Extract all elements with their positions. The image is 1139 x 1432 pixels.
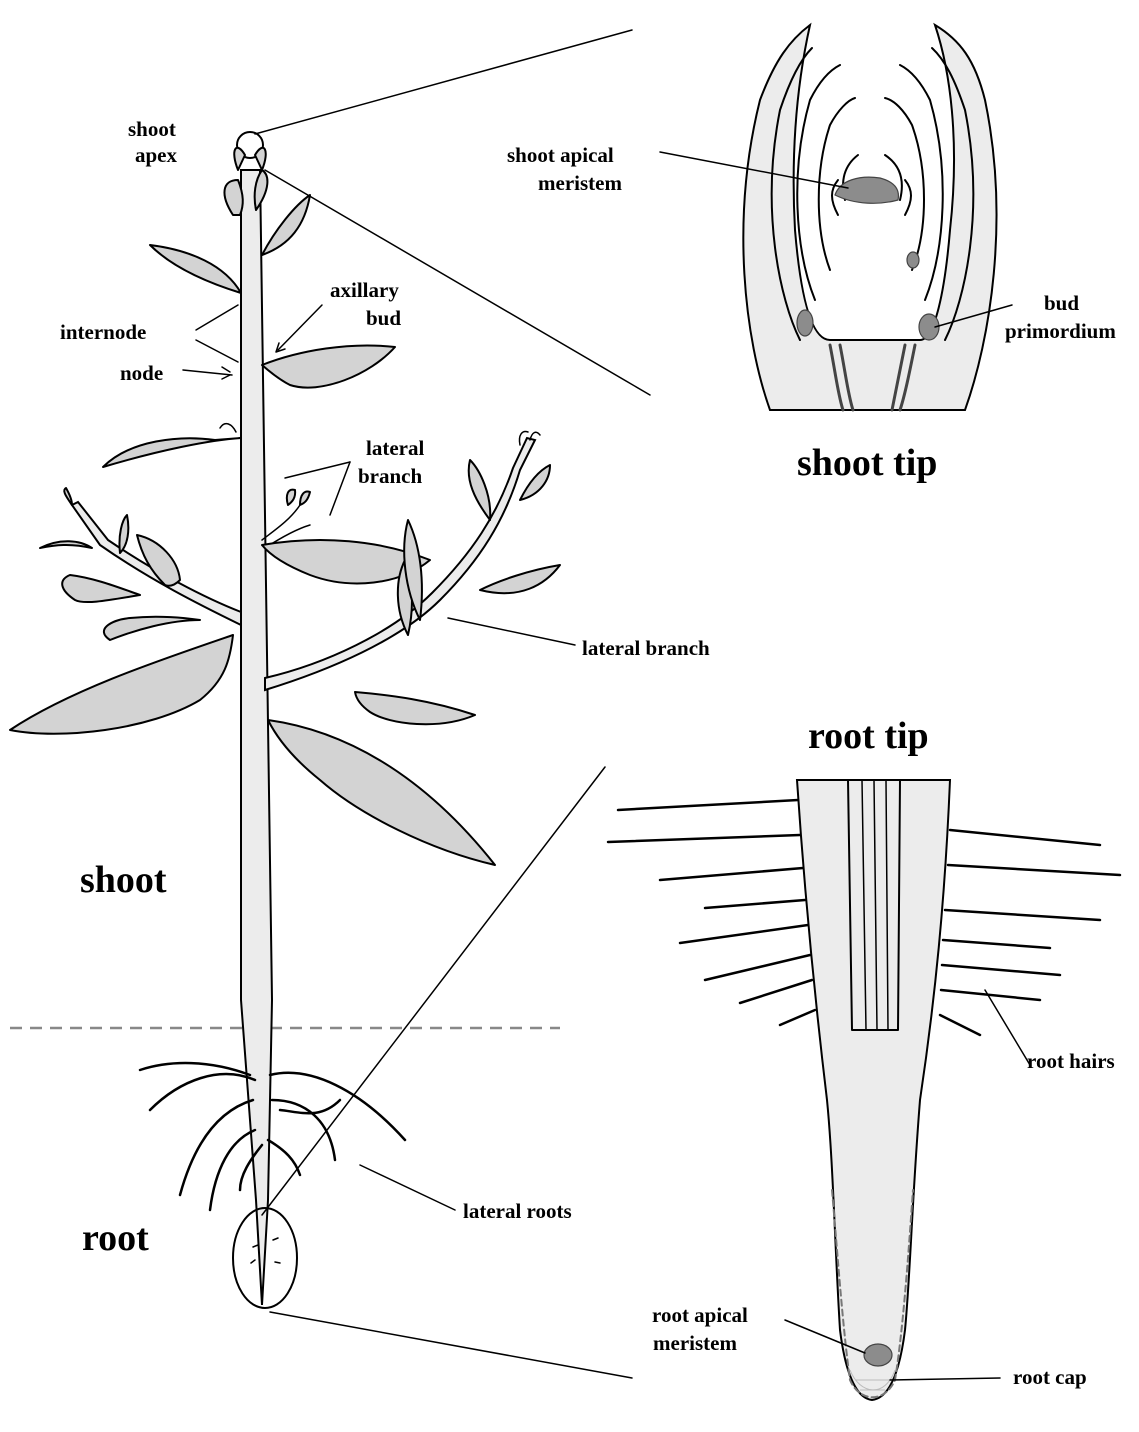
leaf xyxy=(355,692,475,724)
title-shoot-tip: shoot tip xyxy=(797,442,937,484)
label-lateral-branch: lateral branch xyxy=(582,636,710,660)
left-lateral-branch xyxy=(40,488,241,640)
label-bud-primordium: bud primordium xyxy=(1005,291,1116,343)
upper-lateral-branch xyxy=(262,490,310,548)
leaf xyxy=(103,438,241,467)
label-node: node xyxy=(120,361,163,385)
label-lateral-roots: lateral roots xyxy=(463,1199,572,1223)
leaf xyxy=(150,245,241,293)
label-shoot-apical-meristem: shoot apical meristem xyxy=(507,143,622,195)
leaf xyxy=(262,195,310,255)
leaf xyxy=(268,720,495,865)
label-root-cap: root cap xyxy=(1013,1365,1087,1389)
label-shoot-apex: shoot apex xyxy=(128,117,181,167)
root-hairs-right xyxy=(940,830,1120,1035)
plant-illustration xyxy=(10,132,560,1308)
shoot-tip-detail xyxy=(660,25,1012,410)
leaf xyxy=(10,635,233,734)
label-root-apical-meristem: root apical meristem xyxy=(652,1303,753,1355)
title-shoot: shoot xyxy=(80,859,167,901)
bud-primordium xyxy=(797,310,813,336)
leaf xyxy=(262,346,395,388)
label-axillary-bud: axillary bud xyxy=(330,278,404,330)
label-root-hairs: root hairs xyxy=(1027,1049,1115,1073)
title-root: root xyxy=(82,1217,149,1259)
zoom-lines xyxy=(255,30,650,1378)
shoot-apical-meristem xyxy=(835,177,898,203)
root-apical-meristem xyxy=(864,1344,892,1366)
title-root-tip: root tip xyxy=(808,715,929,757)
lateral-roots xyxy=(140,1063,405,1210)
label-lateral-branch-top: lateral branch xyxy=(358,436,430,488)
label-internode: internode xyxy=(60,320,146,344)
root-hairs-left xyxy=(608,800,815,1025)
